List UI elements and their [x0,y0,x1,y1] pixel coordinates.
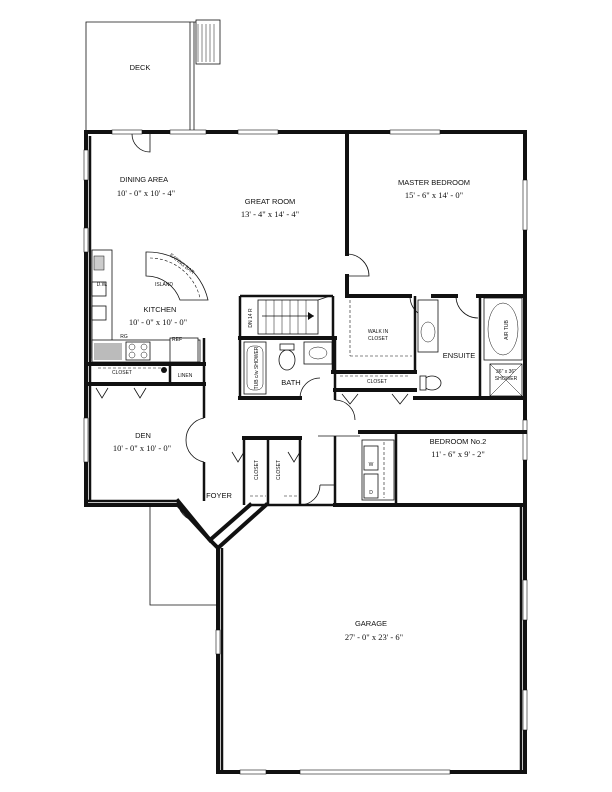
bathtub [243,341,267,395]
dryer [363,473,379,499]
dryer-label: D [369,490,373,496]
air-tub-label: AIR TUB [504,320,510,340]
laundry [363,442,385,499]
refrigerator [169,337,199,363]
great-room-size: 13' - 4" x 14' - 4" [241,209,299,219]
kitchen-label: KITCHEN [144,305,177,314]
labels: DECK DINING AREA 10' - 0" x 10' - 4" GRE… [97,63,518,642]
ensuite-fixtures [98,297,523,397]
deck [85,19,221,132]
water-heater-icon [161,367,167,373]
bedroom2-size: 11' - 6" x 9' - 2" [431,449,485,459]
bath-fixtures [243,341,333,395]
master-bedroom-size: 15' - 6" x 14' - 0" [405,190,463,200]
sink-icon [93,255,105,271]
master-bedroom-label: MASTER BEDROOM [398,178,470,187]
ensuite-vanity [417,299,439,353]
garage-label: GARAGE [355,619,387,628]
stairs [257,295,331,335]
washer-label: W [369,462,374,468]
bedroom2-label: BEDROOM No.2 [430,437,487,446]
toilet-icon [278,349,296,371]
washer [363,445,379,471]
foyer-closet-label-2: CLOSET [276,460,282,480]
doors [95,133,479,522]
ref-label: REF [172,337,182,343]
linen-label: LINEN [178,373,193,379]
dishwasher [91,281,107,297]
bath-label: BATH [281,378,300,387]
ensuite-label: ENSUITE [443,351,476,360]
foyer-label: FOYER [206,491,232,500]
stairs-label: DN 14 R [248,308,254,328]
great-room-label: GREAT ROOM [245,197,296,206]
garage-size: 27' - 0" x 23' - 6" [345,632,403,642]
deck-label: DECK [130,63,151,72]
bedroom-closet-label: CLOSET [367,379,387,385]
windows [83,129,528,775]
dining-label: DINING AREA [120,175,168,184]
interior-walls [88,130,527,551]
island [145,251,209,301]
kitchen-closet-label: CLOSET [112,370,132,376]
den-size: 10' - 0" x 10' - 0" [113,443,171,453]
shower-label-1: 36" x 36" [496,369,516,375]
island-label: ISLAND [155,282,173,288]
dw-label: D.W. [97,282,108,288]
shower-label-2: SHOWER [495,376,518,382]
tub-shower-label: TUB c/w SHOWER [254,346,260,389]
bath-sink [303,341,333,365]
kitchen-size: 10' - 0" x 10' - 0" [129,317,187,327]
dining-size: 10' - 0" x 10' - 4" [117,188,175,198]
range-label: RG [120,334,128,340]
garage-door [299,769,451,775]
den-label: DEN [135,431,151,440]
walk-in-closet-label-2: CLOSET [368,336,388,342]
kitchen-fixtures [91,249,209,373]
front-walkway [149,505,218,606]
deck-stairs [195,19,221,65]
foyer-closet-label-1: CLOSET [254,460,260,480]
air-tub [483,297,523,361]
walk-in-closet-label-1: WALK IN [368,329,389,335]
range-icon [125,341,151,361]
